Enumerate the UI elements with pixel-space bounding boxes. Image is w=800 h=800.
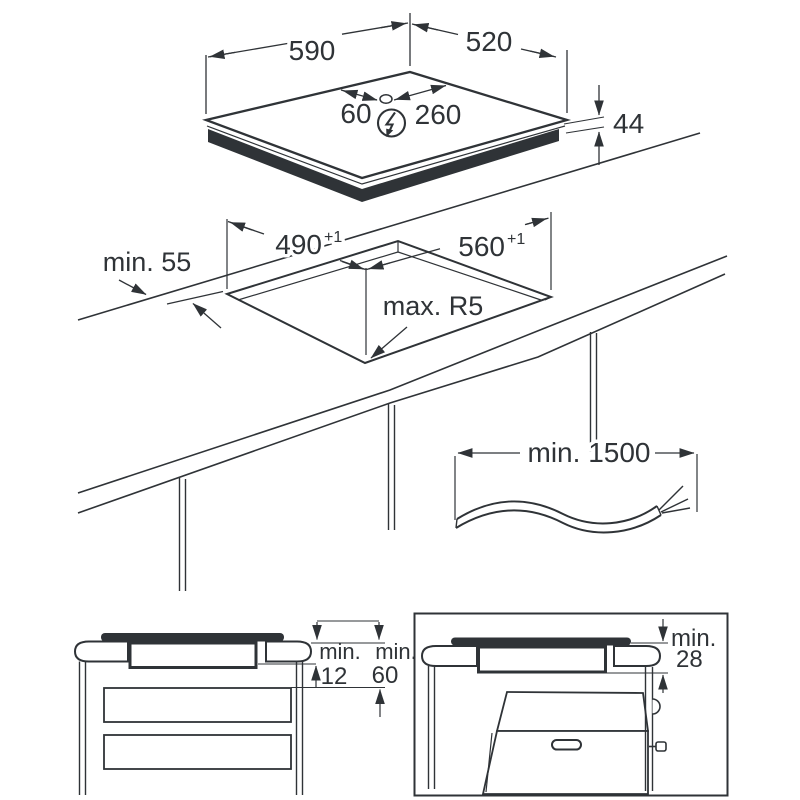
worktop-section-right: [613, 645, 662, 667]
dim-arrow: [342, 89, 359, 100]
worktop-back-edge: [77, 132, 701, 321]
cutout-depth-tolerance: +1: [324, 229, 342, 246]
drawer-depth-value: 60: [372, 662, 399, 689]
drawer-gap-value: 12: [321, 663, 348, 690]
dim-arrow: [394, 91, 411, 101]
extension-line: [565, 126, 605, 134]
worktop-front-edge: [77, 255, 728, 494]
cutout-inner-lip: [237, 251, 399, 301]
worktop-cutout-view: [77, 132, 728, 591]
oven-installation-view: [413, 612, 729, 797]
hob-depth-label: 520: [466, 26, 513, 57]
mains-cable: [455, 485, 691, 534]
corner-radius-label: max. R5: [383, 291, 484, 321]
hob-body-section: [128, 641, 258, 669]
cable-wire-ends: [658, 485, 691, 514]
rear-clearance-line: [166, 290, 224, 305]
lightning-bolt-icon: [376, 108, 407, 138]
drawer: [103, 734, 292, 770]
worktop-leg: [589, 332, 598, 452]
cutout-inner-lip: [397, 251, 542, 301]
worktop-front-bottom-edge: [77, 273, 726, 514]
dim-arrow: [229, 221, 253, 232]
fixing-knob: [649, 741, 667, 752]
dim-arrow: [430, 84, 447, 95]
dim-arrow: [380, 21, 407, 31]
worktop-leg: [178, 478, 187, 591]
drawer-installation-view: [73, 620, 385, 795]
dim-arrow: [341, 259, 365, 270]
dim-arrow: [413, 23, 439, 33]
cutout-width-label: 560: [458, 231, 505, 262]
hob-top-view: [202, 13, 605, 202]
corner-radius-leader: [370, 326, 408, 359]
oven-handle: [551, 739, 582, 751]
worktop-leg: [387, 404, 396, 530]
dim-arrow: [192, 303, 222, 329]
cable-length-label: min. 1500: [528, 437, 651, 468]
dim-arrow: [361, 91, 378, 101]
hob-body-section: [477, 645, 607, 674]
oven-side-edge: [485, 732, 493, 793]
labels: 590 520 60 260 44 min. 55 490 +1 560 +1 …: [103, 23, 717, 691]
cabinet-side: [644, 667, 654, 791]
dim-arrow: [118, 279, 147, 296]
cable-offset-right-label: 260: [415, 99, 462, 130]
cabinet-side: [78, 661, 304, 795]
worktop-section-right: [265, 640, 313, 663]
drawer: [103, 687, 292, 723]
cabinet-side: [427, 666, 436, 789]
dim-arrow: [524, 217, 548, 228]
hob-width-label: 590: [289, 35, 336, 66]
hob-glass-edge: [206, 125, 566, 185]
fixing-bump: [652, 698, 661, 715]
hob-glass-section: [101, 633, 284, 642]
rear-clearance-label: min. 55: [103, 247, 192, 277]
dim-arrow: [209, 49, 236, 59]
power-connection-point: [379, 94, 393, 104]
cutout-corner-tick: [544, 296, 552, 301]
cutout-depth-label: 490: [275, 229, 322, 260]
drawer-depth-prefix: min.: [375, 639, 417, 664]
worktop-section-left: [73, 640, 129, 663]
oven-gap-value: 28: [676, 646, 703, 673]
cutout-width-tolerance: +1: [507, 231, 525, 248]
oven-top: [495, 691, 650, 732]
drawer-gap-prefix: min.: [319, 639, 361, 664]
worktop-section-left: [420, 645, 478, 667]
dim-arrow: [368, 260, 391, 270]
mains-cable-view: [454, 448, 698, 534]
hob-base: [208, 129, 559, 202]
dim-arrow: [529, 48, 555, 58]
cable-offset-left-label: 60: [340, 98, 371, 129]
extension-line: [563, 116, 605, 125]
hob-glass-section: [451, 637, 631, 646]
view-frame: [413, 612, 729, 797]
hob-height-label: 44: [613, 108, 644, 139]
oven-gap-prefix: min.: [671, 625, 716, 652]
